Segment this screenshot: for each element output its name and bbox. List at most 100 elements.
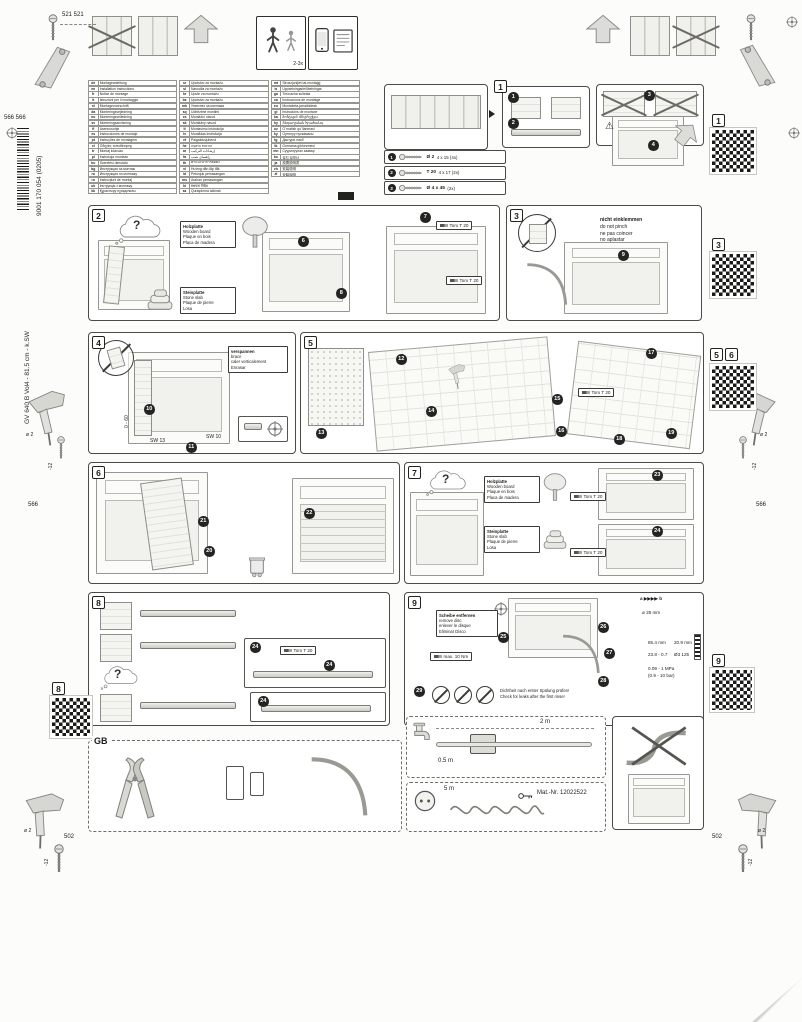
mounting-rail-drawing <box>511 129 581 136</box>
language-column-2: sr Uputstvo za montažu sl Navodila za mo… <box>179 80 269 195</box>
crossed-out-mark <box>88 14 136 58</box>
torx-callout: Torx T 20 <box>578 388 614 397</box>
step-badge: 24 <box>258 696 269 707</box>
registration-target-icon <box>786 16 798 28</box>
language-code: kk <box>89 189 99 194</box>
person-icon <box>283 29 299 53</box>
language-row: tk Gurnama görkezmesi <box>270 142 360 149</box>
language-code: sr <box>180 81 190 86</box>
step-badge: 14 <box>426 406 437 417</box>
language-row: id Petunjuk pemasangan <box>179 171 269 178</box>
hose-clamp-part-drawing <box>226 766 244 800</box>
language-title: Дастури насб <box>282 138 304 143</box>
language-row: is Uppsetningarleiðbeiningar <box>270 85 360 92</box>
material-line: Plaque de pierre <box>183 300 214 306</box>
water-pressure-label: 0.09 - 1 MPa <box>648 666 675 671</box>
language-title: Montážny návod <box>191 120 216 125</box>
panel-2-label: 2 <box>92 209 105 222</box>
note-line: Check for leaks after the first rinse! <box>500 693 565 699</box>
material-line: Stone slab <box>487 533 507 539</box>
language-row: bg Инструкция за монтаж <box>88 165 178 172</box>
torx-callout: Torx T 20 <box>436 221 472 230</box>
language-code: zf <box>272 172 282 177</box>
question-mark: ? <box>133 218 141 232</box>
language-title: Monteringsveiledning <box>99 115 132 120</box>
dimension-521: 521 521 <box>62 12 84 18</box>
prohibition-icon <box>454 686 472 704</box>
mounting-bracket-icon <box>724 32 789 97</box>
wrench-size-label: SW 10 <box>206 434 222 440</box>
drill-tool-icon <box>24 386 80 448</box>
language-title: Udhëzime montimi <box>191 109 220 114</box>
language-column-1: de Montageanleitung en Installation inst… <box>88 80 178 195</box>
language-row: sk Montážny návod <box>179 119 269 127</box>
registration-target-icon <box>788 127 800 139</box>
language-row: hy Տեղադրման հրահանգ <box>270 119 360 127</box>
language-title: Упатство за монтажа <box>191 103 225 108</box>
language-title: მონტაჟის ინსტრუქცია <box>282 115 318 120</box>
dimension-line <box>60 24 96 25</box>
manual-reference-box <box>308 16 358 70</box>
language-row: mn Суурилуулах заавар <box>270 148 360 155</box>
language-title: Орнотуу нускамасы <box>282 132 314 137</box>
level-tool-drawing <box>244 423 262 430</box>
dimension-566: 566 <box>28 502 39 508</box>
step-badge: 17 <box>646 348 657 359</box>
language-title: Инструкция за монтаж <box>99 166 136 171</box>
language-title: Monteringsvejledning <box>99 109 132 114</box>
language-row: gl Instrucións de montaxe <box>270 108 360 115</box>
language-row: fr Notice de montage <box>88 91 178 98</box>
mounting-rail-drawing <box>261 705 371 712</box>
screw-icon <box>56 436 66 460</box>
step-badge: 1 <box>508 92 519 103</box>
fastener-qty: 4 x 15 (4x) <box>436 154 458 160</box>
language-row: lv Montāžas instrukcija <box>179 131 269 138</box>
language-code: sq <box>180 109 190 114</box>
cabinet-fronts-drawing <box>391 95 481 129</box>
language-code: az <box>180 189 190 194</box>
fastener-spec: Ø 4 x 45 <box>426 185 445 191</box>
language-code: it <box>89 98 99 103</box>
language-code: el <box>89 143 99 148</box>
length-dimension-line <box>436 728 594 729</box>
language-row: nl Montagevoorschrift <box>88 102 178 109</box>
language-title: إرشادات التركيب <box>191 149 215 154</box>
material-line: Plaque de pierre <box>487 539 518 545</box>
torx-callout: Torx T 20 <box>280 646 316 655</box>
torx-callout: Torx T 20 <box>570 492 606 501</box>
question-mark: ? <box>442 472 450 486</box>
qr-3-label: 3 <box>712 238 725 251</box>
language-title: Інструкція з монтажу <box>99 183 133 188</box>
faucet-icon <box>412 722 432 746</box>
language-code: ms <box>180 178 190 182</box>
wood-material-box: Holzplatte Wooden board Plaque en bois P… <box>484 476 540 503</box>
drill-diameter-label: ø 2 <box>26 432 34 438</box>
dishwasher-drawing <box>564 242 668 314</box>
torque-label: max. 10 Nm <box>443 654 469 659</box>
language-row: de Montageanleitung <box>88 80 178 87</box>
step-badge: 10 <box>144 404 155 415</box>
prohibition-icon <box>476 686 494 704</box>
wood-material-box: Holzplatte Wooden board Plaque en bois P… <box>180 221 236 248</box>
language-code: hy <box>272 120 282 125</box>
language-row: kk Құрастыру нұсқаулығы <box>88 188 178 195</box>
language-code: sv <box>89 120 99 125</box>
crew-count-label: 2-3x <box>293 61 303 67</box>
qr-code-5-6 <box>709 363 757 411</box>
dimension-label: Ø3 125 <box>674 652 690 657</box>
language-title: Paigaldusjuhend <box>191 138 217 143</box>
torx-label: Torx T 20 <box>591 390 611 395</box>
language-column-3: mt Struzzjonijiet tal-muntaġġ is Uppsetn… <box>270 80 360 194</box>
language-row: da Monteringsvejledning <box>88 108 178 115</box>
language-title: O`rnatish qo`llanmasi <box>282 126 315 131</box>
language-code: fi <box>89 126 99 131</box>
registration-target-icon <box>6 127 18 139</box>
panel-7-label: 7 <box>408 466 421 479</box>
language-row: fa راهنمای نصب <box>179 154 269 161</box>
language-title: Instrukcja montażu <box>99 155 129 160</box>
language-row: sr Uputstvo za montažu <box>179 80 269 87</box>
language-row: az Quraşdırma təlimatı <box>179 188 269 195</box>
hose-clamp-part-drawing <box>250 772 264 796</box>
language-row: th คำแนะนำการติดตั้ง <box>179 159 269 166</box>
language-row: en Installation instructions <box>88 85 178 92</box>
